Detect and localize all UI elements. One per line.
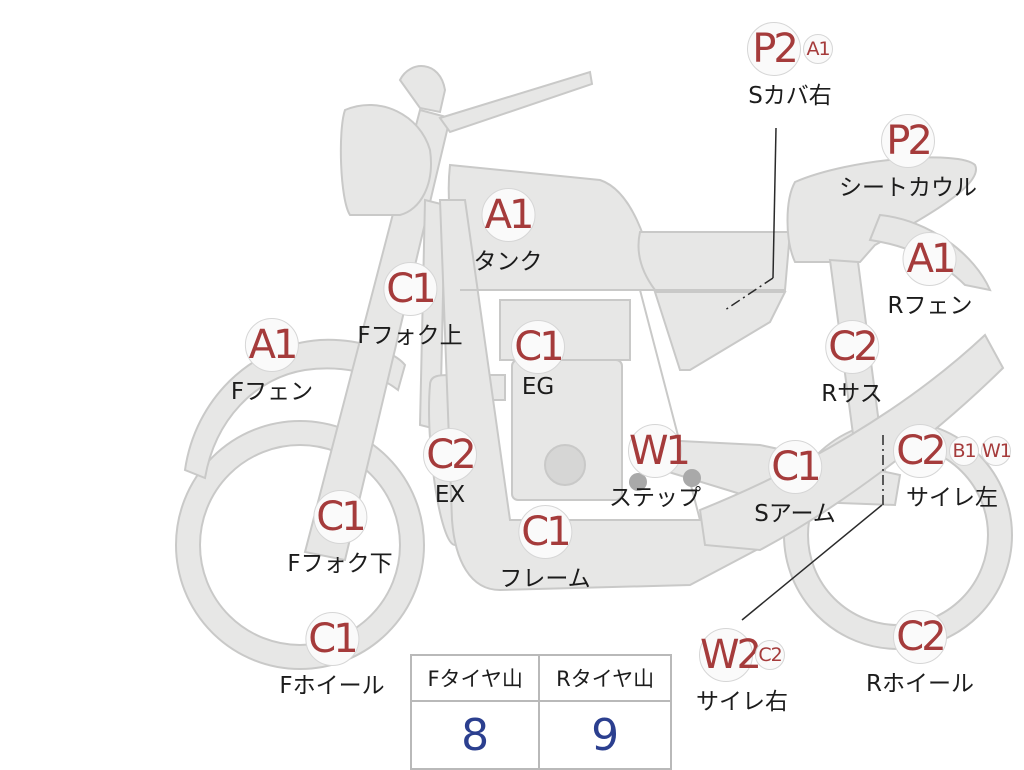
part-label: Fホイール bbox=[279, 673, 385, 699]
grade-badge: C2 bbox=[893, 424, 947, 478]
part-label: Sカバ右 bbox=[748, 83, 832, 109]
front-tire-tread-header: Fタイヤ山 bbox=[409, 654, 541, 702]
part-label: Fフォク下 bbox=[287, 551, 393, 577]
grade-badge: W2 bbox=[699, 628, 762, 682]
part-exhaust: C2 EX bbox=[423, 428, 477, 508]
part-label: Rフェン bbox=[887, 293, 973, 319]
grade-badge: C1 bbox=[382, 262, 437, 316]
rear-tire-tread-value: 9 bbox=[538, 700, 672, 770]
part-muffler-right: W2 C2 サイレ右 bbox=[696, 628, 788, 716]
grade-badge: C1 bbox=[312, 490, 367, 544]
engine-block-shape bbox=[511, 359, 623, 501]
part-f-fender: A1 Fフェン bbox=[231, 318, 313, 406]
part-label: Rホイール bbox=[866, 671, 974, 697]
part-engine: C1 EG bbox=[511, 320, 565, 400]
part-label: Rサス bbox=[821, 381, 883, 407]
part-label: サイレ右 bbox=[696, 689, 788, 715]
part-label: Fフェン bbox=[230, 379, 314, 405]
part-muffler-left: C2 B1 W1 サイレ左 bbox=[893, 424, 1012, 512]
front-fork-shape bbox=[303, 108, 452, 562]
part-tank: A1 タンク bbox=[474, 188, 543, 276]
part-r-fender: A1 Rフェン bbox=[887, 232, 973, 320]
grade-badge: A1 bbox=[481, 188, 535, 242]
handlebar-shape bbox=[398, 65, 447, 114]
grade-badge-small: C2 bbox=[755, 640, 785, 670]
part-seat-cowl: P2 シートカウル bbox=[839, 114, 977, 202]
part-frame: C1 フレーム bbox=[499, 505, 591, 593]
s-cover-right-leader bbox=[772, 127, 777, 279]
handlebar-grip-shape bbox=[438, 70, 594, 134]
part-step: W1 ステップ bbox=[609, 424, 701, 512]
grade-badge: C2 bbox=[423, 428, 477, 482]
part-f-fork-lower: C1 Fフォク下 bbox=[287, 490, 393, 578]
part-label: サイレ左 bbox=[906, 485, 998, 511]
s-cover-right-leader-tail bbox=[724, 277, 774, 311]
grade-badge: A1 bbox=[244, 318, 299, 372]
grade-badge: C1 bbox=[518, 505, 572, 559]
grade-badge: P2 bbox=[881, 114, 935, 168]
engine-cover-shape bbox=[544, 444, 586, 486]
rear-tire-tread-header: Rタイヤ山 bbox=[538, 654, 672, 702]
grade-badge-small: W1 bbox=[981, 436, 1012, 466]
grade-badge: W1 bbox=[628, 424, 691, 478]
tire-tread-header-row: Fタイヤ山 Rタイヤ山 bbox=[409, 654, 672, 702]
headlight-shape bbox=[339, 104, 432, 216]
part-s-cover-right: P2 A1 Sカバ右 bbox=[747, 22, 833, 110]
grade-badge-small: A1 bbox=[803, 34, 833, 64]
part-s-arm: C1 Sアーム bbox=[754, 440, 836, 528]
part-label: EX bbox=[434, 482, 466, 508]
part-f-fork-upper: C1 Fフォク上 bbox=[357, 262, 463, 350]
part-label: シートカウル bbox=[839, 175, 977, 201]
part-label: Fフォク上 bbox=[357, 323, 463, 349]
part-label: EG bbox=[521, 374, 555, 400]
front-tire-tread-value: 8 bbox=[409, 700, 541, 770]
grade-badge: P2 bbox=[747, 22, 801, 76]
grade-badge: C1 bbox=[511, 320, 565, 374]
step-peg-shape-right bbox=[683, 469, 701, 487]
grade-badge: C1 bbox=[304, 612, 359, 666]
front-wheel-shape bbox=[175, 420, 425, 670]
side-cover-shape bbox=[653, 291, 787, 371]
part-label: タンク bbox=[473, 249, 543, 275]
tire-tread-table: Fタイヤ山 Rタイヤ山 8 9 bbox=[409, 654, 672, 770]
grade-badge-small: B1 bbox=[949, 436, 979, 466]
grade-badge: A1 bbox=[902, 232, 957, 286]
front-fender-shape bbox=[183, 338, 407, 480]
tire-tread-value-row: 8 9 bbox=[409, 700, 672, 770]
seat-shape bbox=[637, 231, 792, 291]
grade-badge: C2 bbox=[892, 610, 947, 664]
part-r-wheel: C2 Rホイール bbox=[866, 610, 974, 698]
part-label: ステップ bbox=[609, 485, 701, 511]
step-peg-shape-left bbox=[629, 473, 647, 491]
muffler-right-leader bbox=[741, 504, 883, 621]
part-r-suspension: C2 Rサス bbox=[821, 320, 883, 408]
part-label: Sアーム bbox=[754, 501, 836, 527]
grade-badge: C2 bbox=[825, 320, 879, 374]
part-f-wheel: C1 Fホイール bbox=[279, 612, 385, 700]
part-label: フレーム bbox=[499, 566, 591, 592]
grade-badge: C1 bbox=[768, 440, 822, 494]
